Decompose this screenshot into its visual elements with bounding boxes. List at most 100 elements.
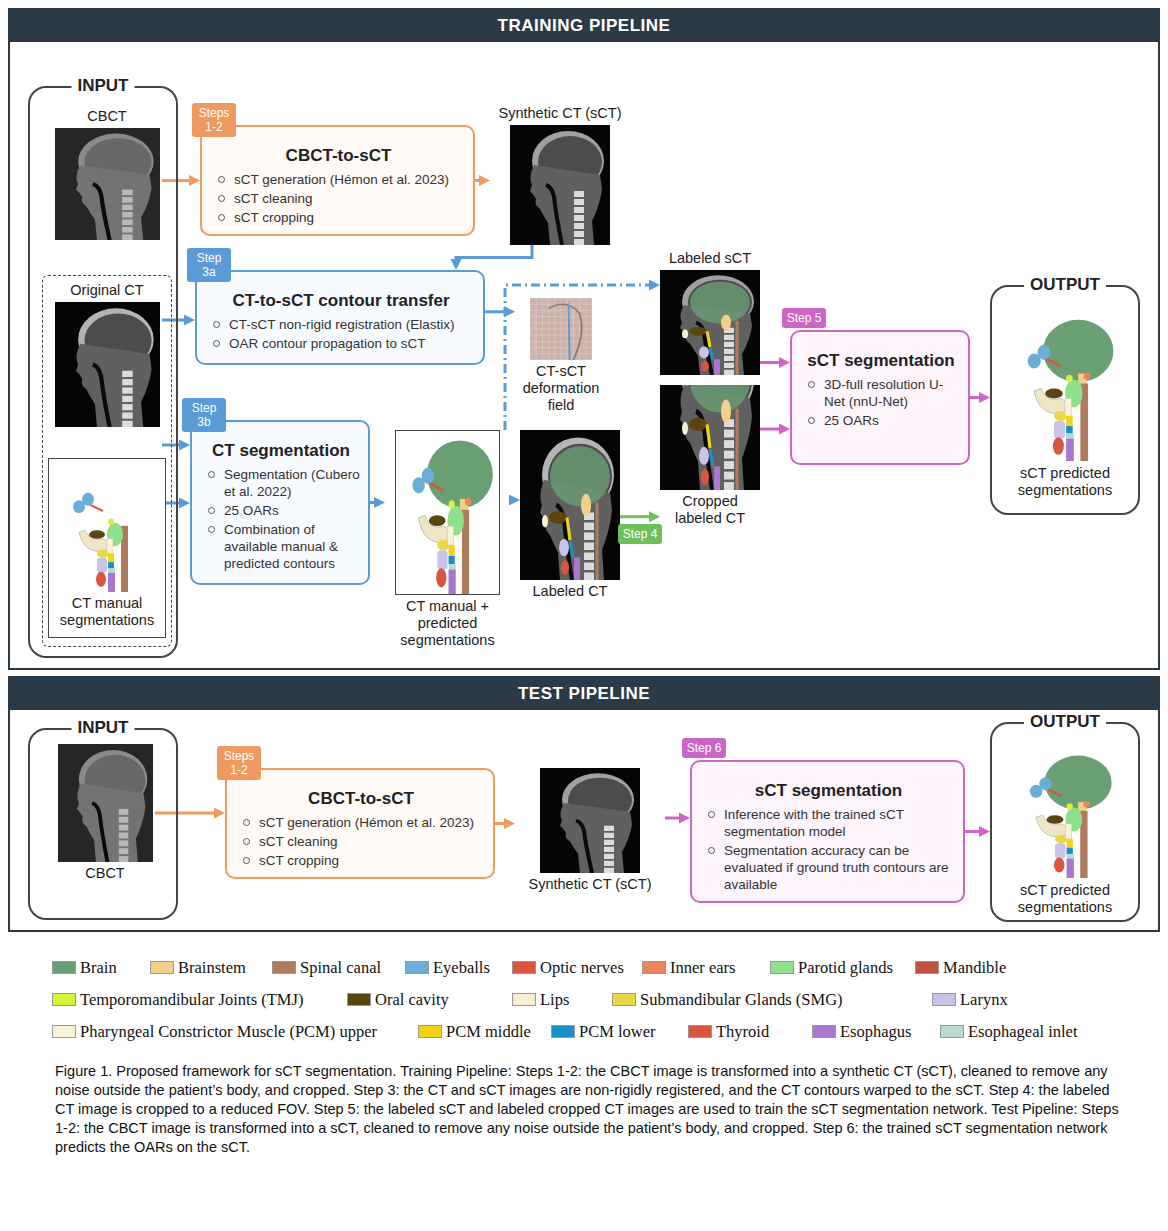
image-illustration [660, 270, 760, 375]
connector-arrow [155, 808, 225, 819]
process-box: Steps 1-2CBCT-to-sCTsCT generation (Hémo… [225, 768, 495, 879]
connector-arrow [620, 511, 660, 522]
legend-text: Esophageal inlet [968, 1022, 1078, 1041]
connector-arrow [665, 813, 690, 824]
image-caption: CBCT [52, 108, 162, 125]
image-illustration [530, 298, 592, 360]
legend-text: Pharyngeal Constrictor Muscle (PCM) uppe… [80, 1022, 377, 1041]
connector-arrow [162, 175, 200, 186]
image-illustration [660, 385, 760, 490]
pipeline-panel: TEST PIPELINEINPUTCBCTSteps 1-2CBCT-to-s… [8, 676, 1160, 932]
legend-text: Brain [80, 958, 117, 977]
image-node: Cropped labeled CT [660, 385, 760, 527]
step-title: CBCT-to-sCT [212, 145, 465, 166]
step-tag: Step 6 [682, 738, 726, 758]
image-caption: sCT predicted segmentations [998, 882, 1132, 916]
image-caption: Labeled sCT [660, 250, 760, 267]
connector-arrow [166, 498, 190, 509]
image-node: CBCT [55, 744, 155, 882]
image-illustration [1010, 311, 1120, 461]
image-caption: sCT predicted segmentations [998, 465, 1132, 499]
legend-swatch [418, 1025, 442, 1038]
connector-arrow [965, 826, 990, 837]
io-bracket-box: INPUTCBCT [28, 728, 178, 920]
legend-swatch [405, 961, 429, 974]
connector-arrow [970, 392, 990, 403]
io-heading: INPUT [72, 76, 135, 96]
step-item: Inference with the trained sCT segmentat… [702, 806, 955, 840]
image-node: Synthetic CT (sCT) [490, 105, 630, 245]
image-node: Synthetic CT (sCT) [515, 768, 665, 893]
step-tag: Step 3a [187, 248, 231, 282]
edge-label: Step 4 [618, 524, 662, 544]
image-caption: CT-sCT deformation field [515, 363, 607, 414]
io-heading: OUTPUT [1024, 712, 1106, 732]
connector-arrow [760, 424, 790, 435]
image-illustration [520, 430, 620, 580]
step-tag: Steps 1-2 [217, 746, 261, 780]
image-node: CT-sCT deformation field [515, 298, 607, 414]
legend-swatch [512, 993, 536, 1006]
legend-text: PCM lower [579, 1022, 656, 1041]
image-illustration [510, 125, 610, 245]
legend-text: Optic nerves [540, 958, 624, 977]
connector-arrow [485, 306, 515, 317]
connector-arrow [509, 495, 520, 506]
step-tag: Step 3b [182, 398, 226, 432]
io-heading: INPUT [72, 718, 135, 738]
step-item: sCT generation (Hémon et al. 2023) [237, 814, 485, 831]
image-illustration [395, 430, 500, 595]
legend-swatch [688, 1025, 712, 1038]
image-illustration [57, 464, 157, 592]
connector-arrow [370, 497, 385, 508]
step-item: sCT cleaning [237, 833, 485, 850]
step-item: OAR contour propagation to sCT [207, 335, 475, 352]
image-node: Labeled sCT [660, 250, 760, 375]
legend-swatch [932, 993, 956, 1006]
legend-swatch [642, 961, 666, 974]
legend-text: Thyroid [716, 1022, 769, 1041]
step-item: sCT cropping [212, 209, 465, 226]
image-node: CT manual + predicted segmentations [385, 430, 510, 649]
step-item: Segmentation accuracy can be evaluated i… [702, 842, 955, 893]
legend-swatch [770, 961, 794, 974]
legend-text: Oral cavity [375, 990, 449, 1009]
legend-swatch [612, 993, 636, 1006]
connector-arrow [162, 439, 190, 450]
image-illustration [55, 302, 160, 427]
connector-arrow [162, 314, 195, 325]
legend-text: Brainstem [178, 958, 246, 977]
image-caption: Synthetic CT (sCT) [490, 105, 630, 122]
panel-header-band: TEST PIPELINE [10, 678, 1158, 710]
image-node: CBCT [52, 108, 162, 240]
process-box: Step 5sCT segmentation3D-full resolution… [790, 330, 970, 465]
legend-text: Mandible [943, 958, 1006, 977]
step-title: sCT segmentation [702, 780, 955, 801]
legend-text: PCM middle [446, 1022, 531, 1041]
legend-text: Eyeballs [433, 958, 490, 977]
image-node: Labeled CT [520, 430, 620, 600]
step-title: CBCT-to-sCT [237, 788, 485, 809]
panel-title: TRAINING PIPELINE [10, 10, 1158, 42]
step-tag: Steps 1-2 [192, 103, 236, 137]
connector-arrow [495, 818, 515, 829]
image-caption: Original CT [52, 282, 162, 299]
step-item: 3D-full resolution U-Net (nnU-Net) [802, 376, 960, 410]
process-box: Step 6sCT segmentationInference with the… [690, 760, 965, 903]
connector-arrow [505, 280, 660, 431]
legend-swatch [150, 961, 174, 974]
image-caption: Labeled CT [520, 583, 620, 600]
panel-header-band: TRAINING PIPELINE [10, 10, 1158, 42]
image-caption: Synthetic CT (sCT) [515, 876, 665, 893]
connector-arrow [760, 357, 790, 368]
process-box: Step 3bCT segmentationSegmentation (Cube… [190, 420, 370, 585]
legend-text: Parotid glands [798, 958, 893, 977]
step-item: sCT cleaning [212, 190, 465, 207]
step-item: Segmentation (Cubero et al. 2022) [202, 466, 360, 500]
step-item: sCT generation (Hémon et al. 2023) [212, 171, 465, 188]
step-tag: Step 5 [782, 308, 826, 328]
connector-arrow [451, 245, 533, 270]
legend-text: Lips [540, 990, 569, 1009]
legend-swatch [551, 1025, 575, 1038]
image-node: CT manual segmentations [48, 458, 166, 638]
